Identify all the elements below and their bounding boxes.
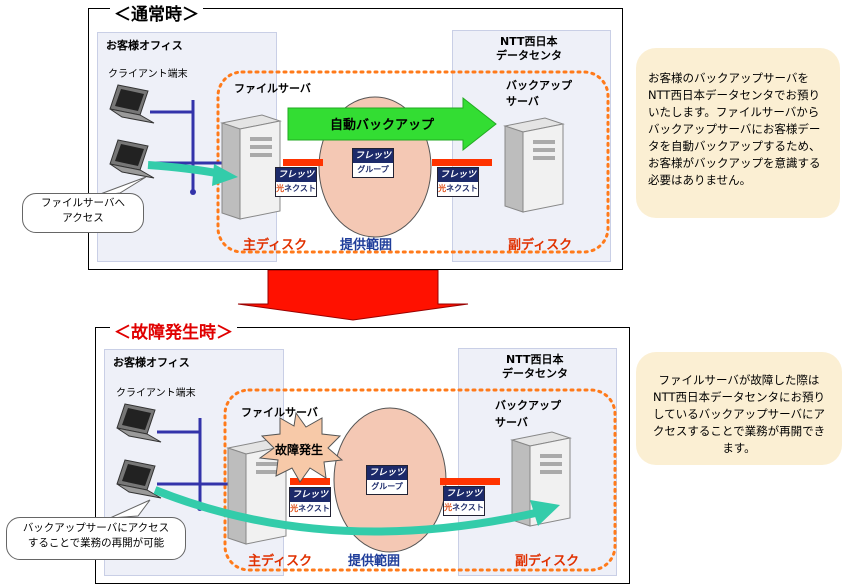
- flets-logo: フレッツグループ: [352, 148, 394, 178]
- failure-client-label: クライアント端末: [116, 388, 196, 399]
- flets-logo: フレッツグループ: [366, 465, 408, 495]
- normal-client-label: クライアント端末: [108, 69, 188, 80]
- normal-office-label: お客様オフィス: [106, 39, 183, 52]
- failure-burst-label: 故障発生: [275, 443, 324, 457]
- failure-office-label: お客様オフィス: [113, 356, 190, 369]
- normal-auto-backup-label: 自動バックアップ: [330, 118, 435, 133]
- normal-backup-label-2: サーバ: [506, 95, 539, 108]
- failure-backup-label-1: バックアップ: [495, 399, 561, 412]
- server-icon: [220, 114, 282, 220]
- transition-arrow: [237, 270, 469, 321]
- flets-logo: フレッツ光ネクスト: [437, 167, 479, 197]
- normal-scope-label: 提供範囲: [340, 238, 393, 253]
- normal-title: ＜通常時＞: [110, 0, 203, 25]
- normal-red-bar-left: [283, 159, 323, 166]
- laptop-icon: [109, 139, 155, 179]
- failure-scope-label: 提供範囲: [348, 554, 401, 569]
- failure-scope-box: [223, 388, 617, 572]
- failure-title: ＜故障発生時＞: [110, 318, 237, 343]
- failure-main-disk-label: 主ディスク: [248, 554, 313, 569]
- flets-logo: フレッツ光ネクスト: [443, 486, 485, 516]
- failure-red-bar-right: [440, 478, 500, 485]
- normal-callout: ファイルサーバへアクセス: [22, 193, 144, 233]
- normal-sub-disk-label: 副ディスク: [508, 238, 573, 253]
- failure-file-server-label: ファイルサーバ: [241, 406, 318, 419]
- failure-note: ファイルサーバが故障した際はNTT西日本データセンタにお預りしているバックアップ…: [636, 352, 842, 465]
- normal-backup-label-1: バックアップ: [506, 79, 572, 92]
- failure-backup-label-2: サーバ: [495, 416, 528, 429]
- normal-note: お客様のバックアップサーバをNTT西日本データセンタでお預りいたします。ファイル…: [636, 48, 840, 218]
- normal-ntt-label-2: データセンタ: [496, 49, 562, 62]
- failure-red-bar-left: [290, 478, 330, 485]
- failure-access-arrow: [153, 486, 541, 536]
- failure-ntt-label-1: NTT西日本: [506, 353, 564, 366]
- failure-ntt-label-2: データセンタ: [502, 367, 568, 380]
- server-icon: [226, 439, 288, 545]
- server-icon: [503, 117, 565, 213]
- laptop-icon: [116, 403, 162, 443]
- flets-logo: フレッツ光ネクスト: [275, 167, 317, 197]
- normal-red-bar-right: [432, 159, 492, 166]
- failure-callout: バックアップサーバにアクセスすることで業務の再開が可能: [6, 517, 186, 560]
- failure-burst-icon: [258, 411, 344, 483]
- laptop-icon: [109, 84, 155, 124]
- laptop-icon: [116, 459, 162, 499]
- normal-auto-backup-arrow: [287, 96, 497, 152]
- failure-sub-disk-label: 副ディスク: [515, 554, 580, 569]
- normal-file-server-label: ファイルサーバ: [234, 82, 311, 95]
- normal-ntt-label-1: NTT西日本: [500, 35, 558, 48]
- normal-main-disk-label: 主ディスク: [243, 238, 308, 253]
- flets-logo: フレッツ光ネクスト: [289, 487, 331, 517]
